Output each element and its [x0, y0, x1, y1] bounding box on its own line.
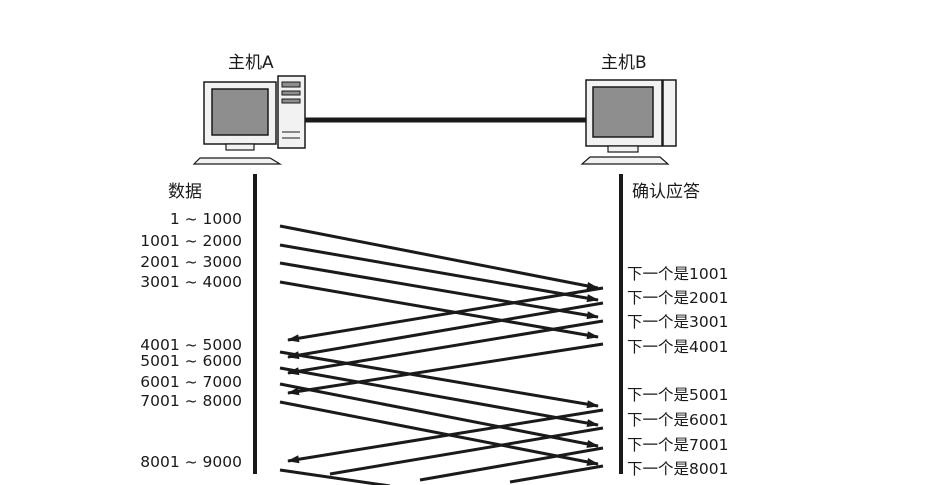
ack-label-2: 下一个是2001: [627, 289, 729, 307]
data-column-heading: 数据: [168, 182, 202, 202]
ack-label-8: 下一个是8001: [627, 460, 729, 478]
data-range-label-7: 6001 ~ 7000: [140, 373, 242, 391]
ack-arrow-6: [329, 426, 604, 476]
host-b-label: 主机B: [601, 53, 647, 73]
data-arrow-3: [279, 261, 599, 320]
ack-arrow-8: [509, 464, 604, 484]
ack-arrow-3: [287, 319, 604, 376]
ack-label-1: 下一个是1001: [627, 265, 729, 283]
data-arrow-9: [279, 468, 391, 485]
data-range-label-2: 1001 ~ 2000: [140, 232, 242, 250]
ack-arrow-7: [419, 446, 604, 482]
ack-arrow-1: [287, 286, 604, 343]
ack-label-6: 下一个是6001: [627, 411, 729, 429]
data-range-label-6: 5001 ~ 6000: [140, 352, 242, 370]
data-range-label-4: 3001 ~ 4000: [140, 273, 242, 291]
data-arrow-5: [279, 350, 599, 409]
ack-column-heading: 确认应答: [632, 182, 700, 202]
ack-label-7: 下一个是7001: [627, 436, 729, 454]
host-b-computer-icon: [580, 79, 677, 165]
data-arrow-8: [279, 400, 599, 466]
ack-label-5: 下一个是5001: [627, 386, 729, 404]
ack-label-3: 下一个是3001: [627, 313, 729, 331]
host-a-label: 主机A: [228, 53, 274, 73]
data-range-label-1: 1 ~ 1000: [169, 210, 242, 228]
ack-label-4: 下一个是4001: [627, 338, 729, 356]
data-range-label-9: 8001 ~ 9000: [140, 453, 242, 471]
data-arrow-6: [279, 366, 599, 427]
data-arrow-4: [279, 280, 599, 340]
data-range-label-5: 4001 ~ 5000: [140, 336, 242, 354]
data-arrow-2: [279, 243, 599, 303]
data-arrow-1: [279, 224, 599, 290]
data-range-label-8: 7001 ~ 8000: [140, 392, 242, 410]
host-a-computer-icon: [192, 75, 306, 165]
data-range-label-3: 2001 ~ 3000: [140, 253, 242, 271]
ack-arrow-4: [287, 342, 604, 396]
data-arrow-7: [279, 382, 599, 448]
ack-arrow-5: [287, 408, 604, 464]
ack-arrow-2: [287, 301, 604, 360]
